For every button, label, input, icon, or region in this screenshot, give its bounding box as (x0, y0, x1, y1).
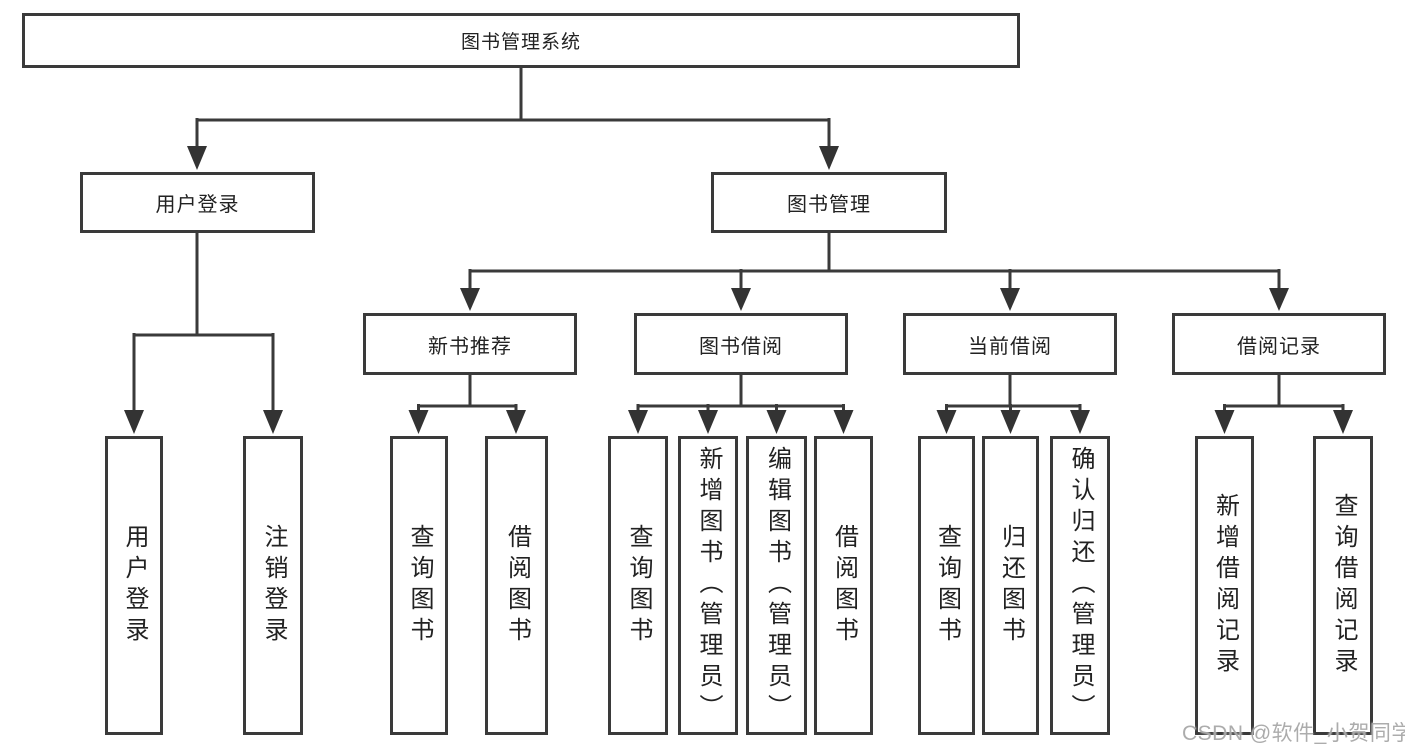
node-book-management: 图书管理 (711, 172, 947, 233)
leaf-return-books: 归还图书 (982, 436, 1039, 735)
leaf-edit-books-admin-label: 编辑图书（管理员） (763, 446, 791, 725)
leaf-confirm-return-admin-label: 确认归还（管理员） (1067, 446, 1094, 725)
leaf-add-borrow-record-label: 新增借阅记录 (1211, 492, 1239, 679)
node-user-login-label: 用户登录 (155, 194, 240, 216)
leaf-borrow-query-books: 查询图书 (608, 436, 668, 735)
node-book-borrow-label: 图书借阅 (699, 335, 783, 358)
node-new-book-recommend: 新书推荐 (363, 313, 577, 375)
node-current-borrow: 当前借阅 (903, 313, 1117, 375)
leaf-return-books-label: 归还图书 (997, 523, 1025, 648)
leaf-edit-books-admin: 编辑图书（管理员） (746, 436, 807, 735)
leaf-borrow-books: 借阅图书 (814, 436, 873, 735)
leaf-logout: 注销登录 (243, 436, 303, 735)
leaf-current-query-books-label: 查询图书 (933, 523, 961, 648)
node-new-book-recommend-label: 新书推荐 (428, 335, 512, 358)
leaf-newbook-query-books-label: 查询图书 (406, 523, 433, 648)
leaf-add-books-admin: 新增图书（管理员） (678, 436, 738, 735)
leaf-borrow-books-label: 借阅图书 (830, 523, 858, 648)
leaf-query-borrow-record-label: 查询借阅记录 (1330, 492, 1357, 679)
leaf-user-login-label: 用户登录 (121, 523, 148, 648)
node-borrow-record: 借阅记录 (1172, 313, 1386, 375)
leaf-newbook-borrow-books: 借阅图书 (485, 436, 548, 735)
leaf-newbook-query-books: 查询图书 (390, 436, 448, 735)
leaf-logout-label: 注销登录 (260, 523, 287, 648)
node-current-borrow-label: 当前借阅 (968, 335, 1052, 358)
csdn-watermark: CSDN @软件_小贺同学 (1182, 722, 1405, 745)
leaf-borrow-query-books-label: 查询图书 (625, 523, 652, 648)
node-root-label: 图书管理系统 (460, 32, 581, 53)
leaf-confirm-return-admin: 确认归还（管理员） (1050, 436, 1110, 735)
leaf-newbook-borrow-books-label: 借阅图书 (503, 523, 531, 648)
arrowheads (124, 146, 1353, 434)
leaf-current-query-books: 查询图书 (918, 436, 975, 735)
leaf-add-borrow-record: 新增借阅记录 (1195, 436, 1254, 735)
node-root: 图书管理系统 (22, 13, 1020, 68)
leaf-add-books-admin-label: 新增图书（管理员） (695, 446, 722, 725)
node-book-borrow: 图书借阅 (634, 313, 848, 375)
node-borrow-record-label: 借阅记录 (1237, 335, 1321, 358)
leaf-query-borrow-record: 查询借阅记录 (1313, 436, 1373, 735)
node-book-management-label: 图书管理 (787, 194, 871, 216)
leaf-user-login: 用户登录 (105, 436, 163, 735)
node-user-login: 用户登录 (80, 172, 315, 233)
